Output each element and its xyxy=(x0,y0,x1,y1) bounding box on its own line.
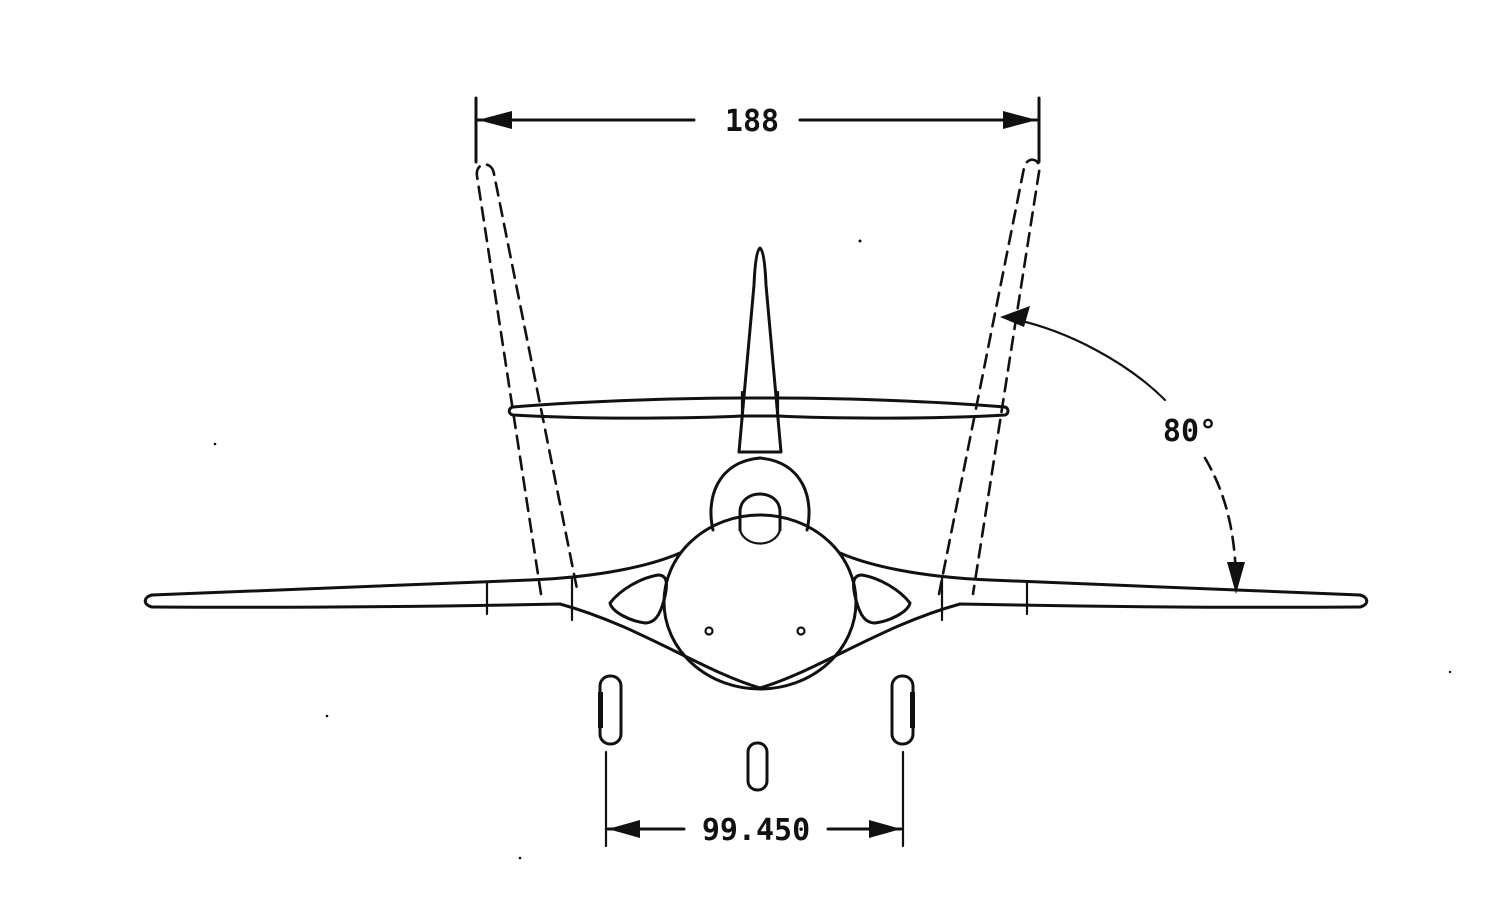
fold-angle-dimension: 80° xyxy=(1000,306,1245,594)
nose-wheel xyxy=(746,741,769,792)
folded-span-dimension: 188 xyxy=(474,96,1041,164)
cockpit-canopy xyxy=(709,456,811,545)
fold-angle-value: 80° xyxy=(1163,414,1217,449)
main-gear-track-value: 99.450 xyxy=(702,813,810,848)
folded-wing-left-phantom xyxy=(475,163,580,596)
main-wing xyxy=(143,551,1369,690)
right-main-wheel xyxy=(890,674,915,746)
air-intakes xyxy=(608,573,912,625)
scan-speckles xyxy=(213,239,1452,860)
main-gear-track-dimension: 99.450 xyxy=(604,750,905,848)
folded-wing-right-phantom xyxy=(937,158,1041,596)
fuselage-cross-section xyxy=(662,513,858,691)
left-main-wheel xyxy=(598,674,623,746)
folded-span-value: 188 xyxy=(725,104,779,139)
horizontal-stabilizer xyxy=(507,396,1010,420)
vertical-tail-fin xyxy=(737,246,783,454)
